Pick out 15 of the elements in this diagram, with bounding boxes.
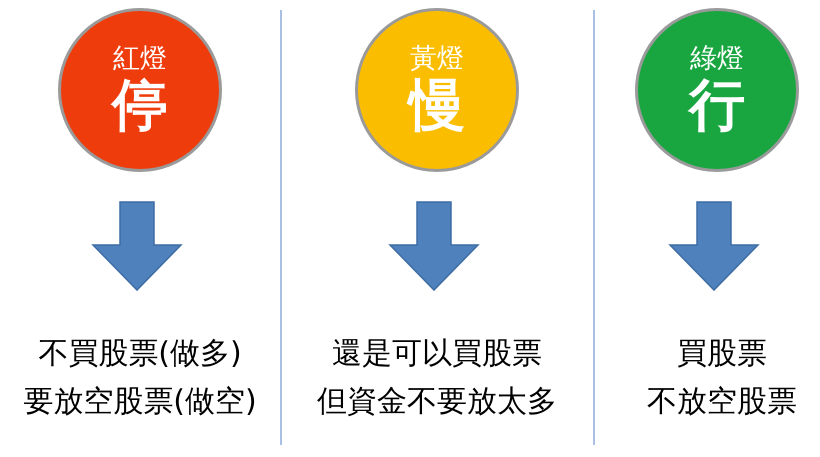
down-arrow bbox=[388, 201, 480, 292]
text-line: 要放空股票(做空) bbox=[23, 383, 257, 421]
text-line: 不放空股票 bbox=[647, 383, 797, 421]
down-arrow bbox=[91, 201, 183, 292]
light-label: 綠燈 bbox=[690, 43, 744, 76]
text-line: 不買股票(做多) bbox=[38, 335, 242, 373]
light-label: 紅燈 bbox=[113, 43, 167, 76]
text-line: 買股票 bbox=[677, 335, 767, 373]
action-word: 停 bbox=[112, 75, 168, 137]
text-line: 但資金不要放太多 bbox=[317, 383, 557, 421]
light-label: 黃燈 bbox=[410, 43, 464, 76]
text-line: 還是可以買股票 bbox=[332, 335, 542, 373]
down-arrow bbox=[668, 201, 760, 292]
action-word: 行 bbox=[689, 75, 745, 137]
action-word: 慢 bbox=[409, 75, 465, 137]
